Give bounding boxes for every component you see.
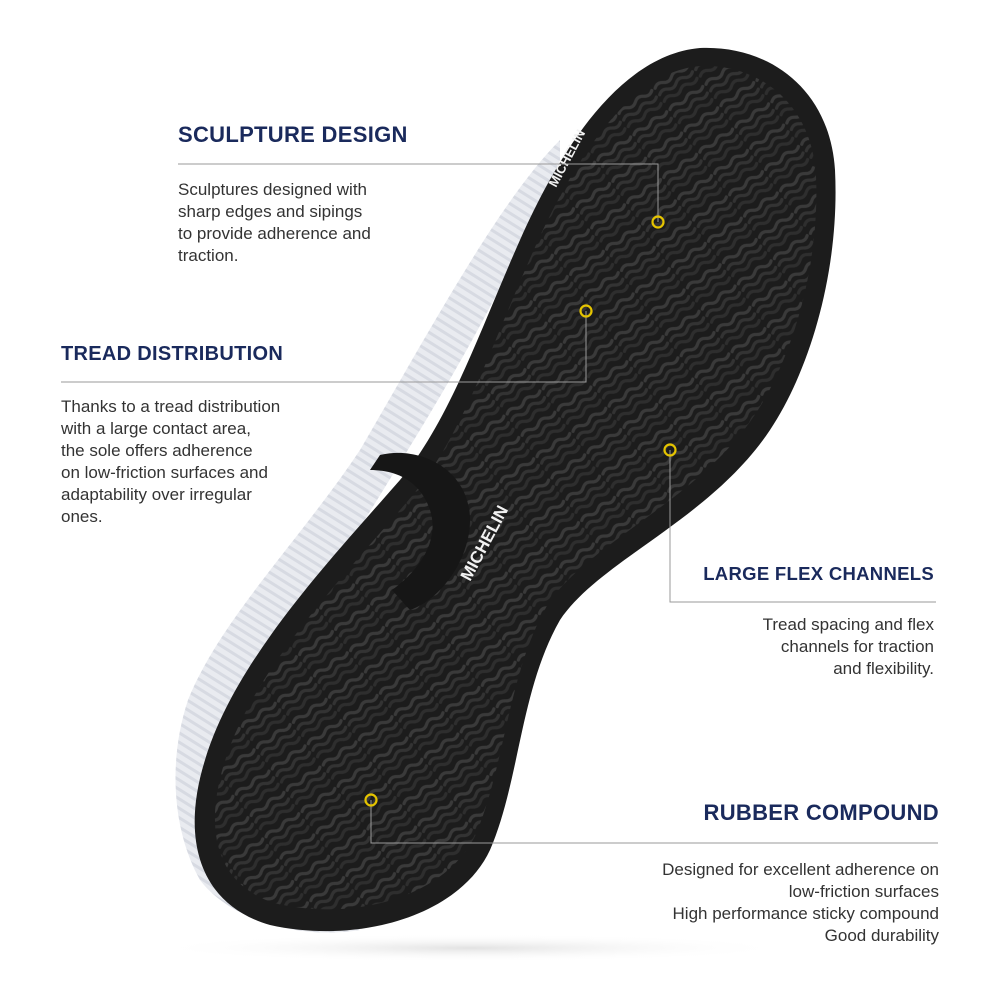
- callout-line-tread: [61, 311, 587, 383]
- feature-title: SCULPTURE DESIGN: [178, 122, 408, 147]
- feature-title: TREAD DISTRIBUTION: [61, 343, 284, 365]
- description-line: with a large contact area,: [61, 419, 251, 438]
- description-line: Designed for excellent adherence on: [662, 860, 939, 879]
- description-line: low-friction surfaces: [788, 882, 939, 901]
- feature-description: Designed for excellent adherence on low-f…: [559, 859, 939, 947]
- callout-line-rubber: [370, 800, 938, 844]
- marker-sculpture: [651, 215, 665, 229]
- feature-rubber-compound: RUBBER COMPOUND Designed for excellent a…: [559, 800, 939, 947]
- description-line: adaptability over irregular: [61, 485, 252, 504]
- feature-title: RUBBER COMPOUND: [703, 800, 939, 825]
- marker-tread: [579, 304, 593, 318]
- feature-description: Sculptures designed with sharp edges and …: [178, 179, 478, 267]
- feature-tread-distribution: TREAD DISTRIBUTION Thanks to a tread dis…: [61, 343, 361, 528]
- description-line: to provide adherence and: [178, 224, 371, 243]
- midsole: [175, 140, 560, 933]
- callout-line-flex: [669, 450, 936, 603]
- description-line: Sculptures designed with: [178, 180, 368, 199]
- description-line: Good durability: [824, 926, 939, 945]
- feature-description: Tread spacing and flex channels for tract…: [614, 614, 934, 680]
- description-line: on low-friction surfaces and: [61, 463, 268, 482]
- description-line: the sole offers adherence: [61, 441, 253, 460]
- description-line: Tread spacing and flex: [762, 615, 934, 634]
- feature-large-flex-channels: LARGE FLEX CHANNELS Tread spacing and fl…: [614, 563, 934, 680]
- callout-line-sculpture: [178, 163, 659, 222]
- description-line: High performance sticky compound: [672, 904, 939, 923]
- description-line: traction.: [178, 246, 239, 265]
- heel-shank: [370, 452, 470, 610]
- outsole-tread: [214, 65, 817, 910]
- marker-flex: [663, 443, 677, 457]
- feature-sculpture-design: SCULPTURE DESIGN Sculptures designed wit…: [178, 122, 478, 267]
- marker-rubber: [364, 793, 378, 807]
- description-line: channels for traction: [780, 637, 934, 656]
- feature-description: Thanks to a tread distribution with a lar…: [61, 396, 361, 528]
- description-line: Thanks to a tread distribution: [61, 397, 281, 416]
- description-line: ones.: [61, 507, 103, 526]
- feature-title: LARGE FLEX CHANNELS: [703, 563, 934, 584]
- description-line: sharp edges and sipings: [178, 202, 363, 221]
- description-line: and flexibility.: [833, 659, 934, 678]
- ground-shadow: [150, 934, 790, 962]
